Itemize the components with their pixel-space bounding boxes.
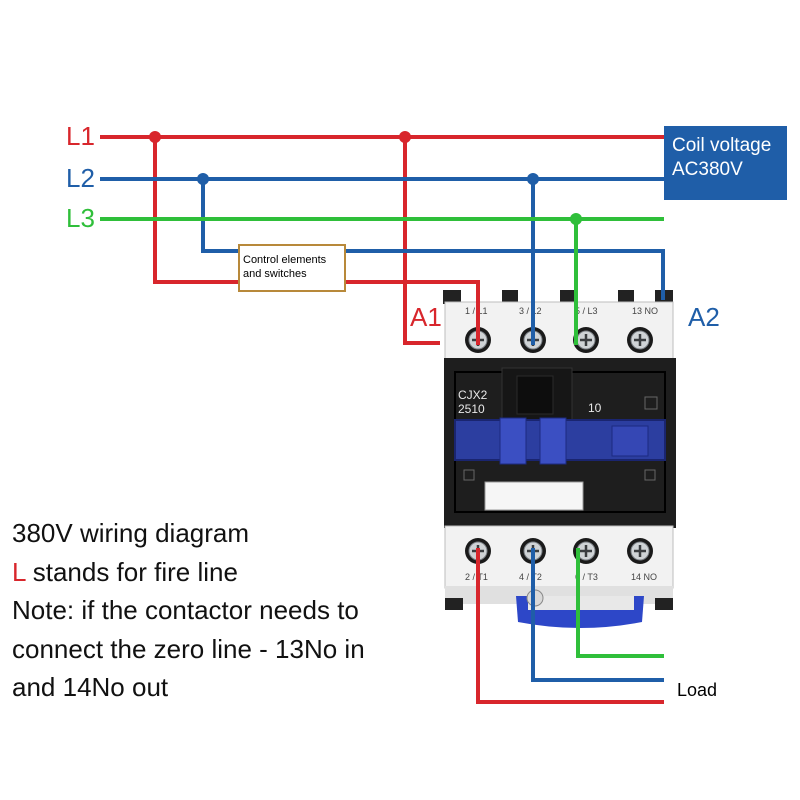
load-label: Load xyxy=(677,680,718,700)
contactor-model-line2: 2510 xyxy=(458,402,485,416)
l1-to-coil-a1-wire xyxy=(403,137,440,345)
coil-terminal-a2-label: A2 xyxy=(688,302,720,332)
coil-voltage-value: AC380V xyxy=(672,159,743,180)
notes-l-legend: L stands for fire line xyxy=(12,553,365,592)
control-elements-box: Control elements and switches xyxy=(238,244,346,292)
terminal-label-6-t3: 6 / T3 xyxy=(575,572,598,582)
top-terminal-screw-4 xyxy=(627,327,653,353)
notes-l-text: stands for fire line xyxy=(25,556,238,587)
t1-load-wire xyxy=(476,548,664,704)
aux-contact-code: 10 xyxy=(588,401,602,415)
l3-junction-dot xyxy=(570,213,582,225)
t3-load-wire xyxy=(576,548,664,658)
l2-junction-dot xyxy=(527,173,539,185)
line-label-l3: L3 xyxy=(66,203,95,233)
terminal-label-5-l3: 5 / L3 xyxy=(575,306,598,316)
control-elements-label-line2: and switches xyxy=(243,268,307,280)
l1-junction-dot xyxy=(399,131,411,143)
control-to-coil-a2-wire xyxy=(346,249,665,300)
l2-to-control-wire xyxy=(201,179,238,253)
l1-junction-dot xyxy=(149,131,161,143)
terminal-label-14-no: 14 NO xyxy=(631,572,657,582)
notes-line1: Note: if the contactor needs to xyxy=(12,595,359,625)
notes-line2: connect the zero line - 13No in xyxy=(12,633,365,664)
line-label-l1: L1 xyxy=(66,121,95,151)
notes-line3: and 14No out xyxy=(12,672,169,702)
bottom-terminal-screw-4 xyxy=(627,538,653,564)
control-elements-label-line1: Control elements xyxy=(243,254,327,266)
notes-l-letter: L xyxy=(12,556,26,587)
top-terminal-screw-3 xyxy=(573,327,599,353)
line-label-l2: L2 xyxy=(66,163,95,193)
notes-title: 380V wiring diagram xyxy=(12,518,250,548)
contactor-model-line1: CJX2 xyxy=(458,388,488,402)
terminal-label-4-t2: 4 / T2 xyxy=(519,572,542,582)
coil-voltage-box: Coil voltage AC380V xyxy=(664,126,787,200)
terminal-label-3-l2: 3 / L2 xyxy=(519,306,542,316)
terminal-label-13-no: 13 NO xyxy=(632,306,658,316)
t2-load-wire xyxy=(531,548,664,682)
contactor: CJX2 2510 10 1 / L1 3 / L2 5 / L3 13 NO … xyxy=(443,290,676,628)
coil-terminal-a1-label: A1 xyxy=(410,302,442,332)
coil-voltage-label: Coil voltage xyxy=(672,135,772,156)
l2-junction-dot xyxy=(197,173,209,185)
wiring-notes: 380V wiring diagram L stands for fire li… xyxy=(12,514,365,707)
